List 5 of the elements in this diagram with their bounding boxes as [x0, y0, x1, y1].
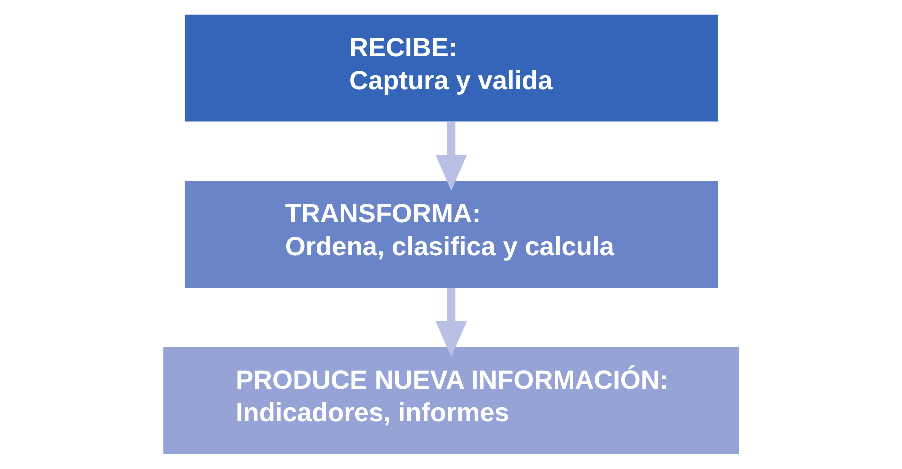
arrow: [435, 122, 467, 192]
node-box: TRANSFORMA: Ordena, clasifica y calcula: [184, 181, 718, 288]
node-box: PRODUCE NUEVA INFORMACIÓN: Indicadores, informes: [163, 347, 739, 454]
node-box: RECIBE: Captura y valida: [184, 14, 718, 122]
arrow: [435, 288, 467, 358]
